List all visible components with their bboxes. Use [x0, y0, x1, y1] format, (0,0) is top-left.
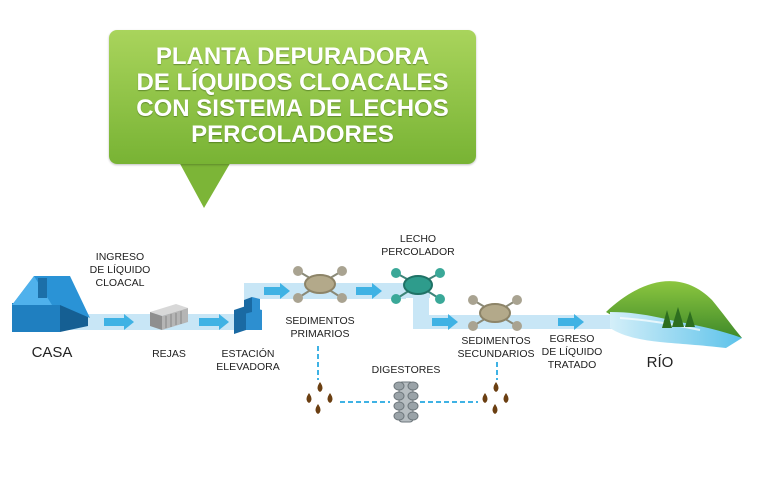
digester-icon — [393, 381, 419, 423]
title-bubble — [109, 30, 476, 164]
label-egreso: EGRESO DE LÍQUIDO TRATADO — [534, 333, 610, 372]
label-estacion: ESTACIÓN ELEVADORA — [210, 348, 286, 374]
percolator-bed-icon — [391, 268, 445, 304]
title-bubble-tail — [178, 160, 232, 208]
label-line: INGRESO — [95, 251, 145, 263]
page-title: PLANTA DEPURADORA DE LÍQUIDOS CLOACALES … — [109, 44, 476, 148]
title-line: PERCOLADORES — [191, 121, 394, 148]
sludge-drops-icon — [482, 382, 509, 414]
label-ingreso: INGRESO DE LÍQUIDO CLOACAL — [82, 251, 158, 290]
label-casa: CASA — [31, 344, 73, 361]
label-rio: RÍO — [646, 354, 674, 371]
secondary-sediment-tank-icon — [468, 295, 522, 331]
house-icon — [12, 276, 90, 332]
label-line: PERCOLADOR — [381, 246, 455, 258]
title-line: PLANTA DEPURADORA — [155, 43, 430, 70]
flow-arrow-icon — [356, 283, 382, 299]
label-sedimentos-primarios: SEDIMENTOS PRIMARIOS — [280, 315, 360, 341]
flow-arrows — [104, 283, 584, 330]
river-hill-icon — [606, 281, 742, 348]
flow-arrow-icon — [264, 283, 290, 299]
label-line: EGRESO — [549, 333, 595, 345]
flow-arrow-icon — [558, 314, 584, 330]
sludge-lines — [317, 346, 498, 403]
label-line: DE LÍQUIDO — [541, 346, 603, 358]
label-line: CLOACAL — [95, 277, 145, 289]
label-digestores: DIGESTORES — [371, 364, 441, 376]
flow-arrow-icon — [199, 314, 229, 330]
grate-icon — [150, 304, 188, 330]
label-sedimentos-secundarios: SEDIMENTOS SECUNDARIOS — [452, 335, 540, 361]
title-line: CON SISTEMA DE LECHOS — [136, 95, 449, 122]
label-line: SEDIMENTOS — [461, 335, 531, 347]
label-lecho: LECHO PERCOLADOR — [374, 233, 462, 259]
label-line: ESTACIÓN — [221, 348, 275, 360]
flow-arrow-icon — [432, 314, 458, 330]
sludge-drops-icon — [306, 382, 333, 414]
label-line: LECHO — [399, 233, 437, 245]
label-rejas: REJAS — [152, 348, 186, 360]
label-line: ELEVADORA — [216, 361, 280, 373]
label-line: SECUNDARIOS — [457, 348, 535, 360]
primary-sediment-tank-icon — [293, 266, 347, 303]
label-line: DE LÍQUIDO — [89, 264, 151, 276]
label-line: TRATADO — [547, 359, 597, 371]
label-line: PRIMARIOS — [290, 328, 350, 340]
title-line: DE LÍQUIDOS CLOACALES — [136, 69, 449, 96]
pumping-station-icon — [234, 297, 262, 334]
flow-arrow-icon — [104, 314, 134, 330]
label-line: SEDIMENTOS — [285, 315, 355, 327]
